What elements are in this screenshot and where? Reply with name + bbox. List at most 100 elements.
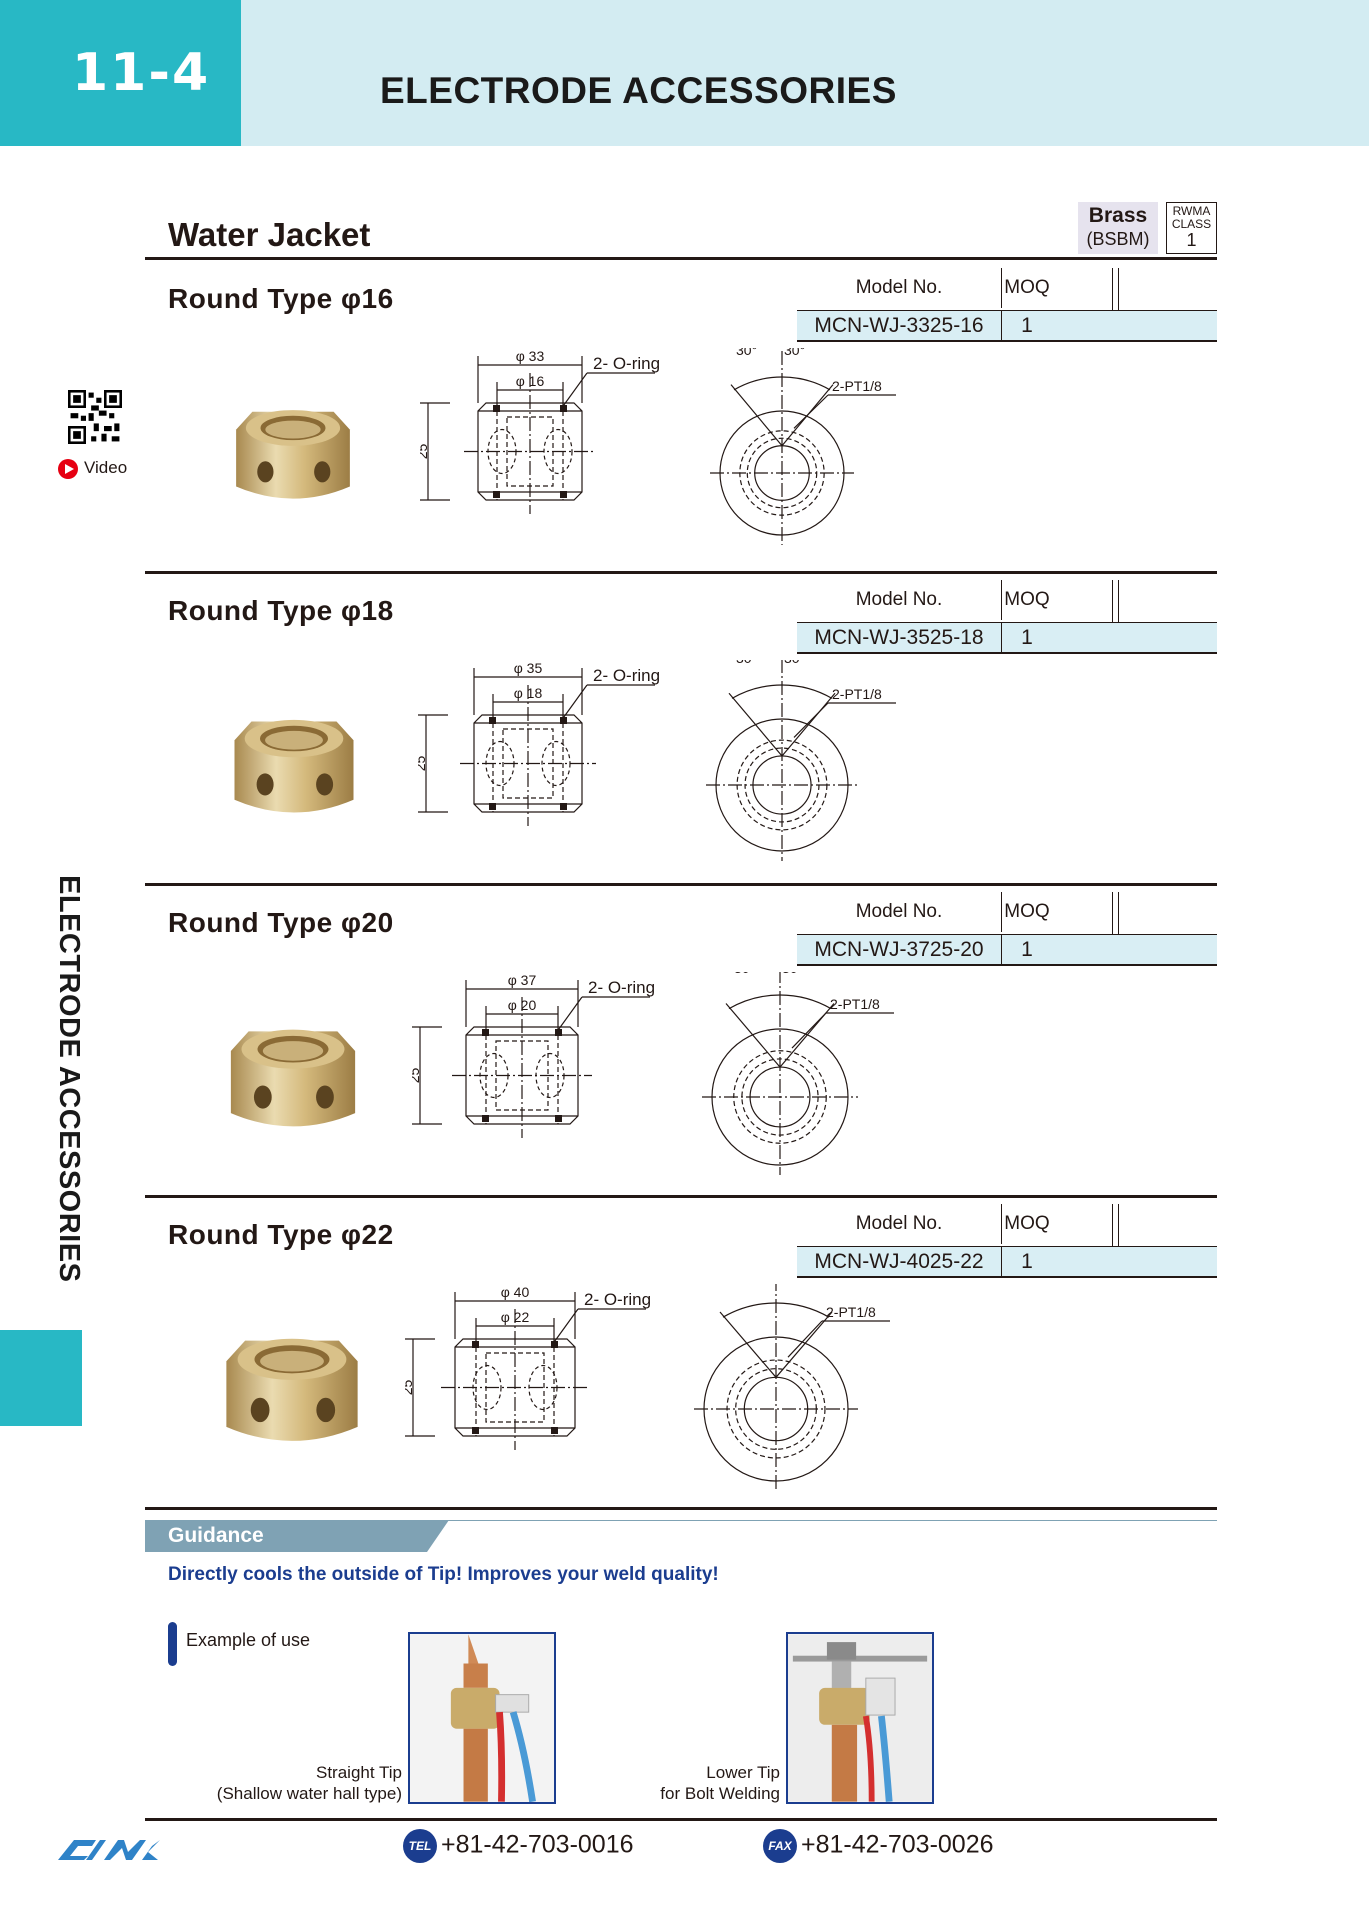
guidance-band-tip: [427, 1520, 449, 1552]
title-underline: [145, 257, 1217, 260]
phone-number[interactable]: TEL+81-42-703-0016: [403, 1829, 634, 1863]
model-no-header: Model No.: [855, 277, 943, 298]
table-divider: [1112, 892, 1113, 963]
page-title: ELECTRODE ACCESSORIES: [380, 70, 897, 111]
oring-label: 2- O-ring: [593, 354, 660, 373]
model-number: MCN-WJ-3725-20: [814, 938, 984, 961]
product-photo: [236, 410, 350, 499]
table-divider: [1118, 580, 1119, 651]
side-view-drawing: φ 37 φ 20 25 2- O-ring: [412, 972, 655, 1138]
moq-value: 1: [1001, 1247, 1052, 1276]
example-label: Example of use: [186, 1630, 311, 1650]
model-number: MCN-WJ-3325-16: [814, 314, 984, 337]
guidance-title: Guidance: [168, 1524, 264, 1547]
fax-number: FAX+81-42-703-0026: [763, 1829, 994, 1863]
table-divider: [1112, 268, 1113, 339]
moq-value: 1: [1001, 311, 1052, 340]
guidance-band: [145, 1520, 427, 1552]
model-table-header: Model No. MOQ: [797, 1204, 1217, 1275]
side-view-drawing: φ 33 φ 16 25 2- O-ring: [420, 348, 660, 514]
guidance-rule: [145, 1520, 1217, 1521]
section-divider: [145, 1507, 1217, 1510]
product-photo: [234, 719, 354, 813]
outer-diameter-label: φ 33: [516, 348, 545, 364]
model-number: MCN-WJ-3525-18: [814, 626, 984, 649]
fax-icon: FAX: [763, 1829, 797, 1863]
material-badge: Brass (BSBM): [1078, 202, 1158, 254]
company-logo: [58, 1840, 160, 1860]
top-view-drawing: 30° 30° 2-PT1/8: [706, 660, 896, 861]
model-table-row: MCN-WJ-3525-18 1: [797, 622, 1217, 654]
product-section: Round Type φ18 Model No. MOQ MCN-WJ-3525…: [0, 575, 1369, 887]
inner-diameter-label: φ 20: [508, 997, 537, 1013]
moq-header: MOQ: [1001, 892, 1052, 932]
port-label: 2-PT1/8: [826, 1304, 876, 1320]
qr-code-icon[interactable]: [68, 390, 122, 444]
outer-diameter-label: φ 35: [514, 660, 543, 676]
model-table: Model No. MOQ MCN-WJ-3525-18 1: [797, 580, 1217, 658]
height-label: 25: [412, 1068, 422, 1084]
port-label: 2-PT1/8: [830, 996, 880, 1012]
port-label: 2-PT1/8: [832, 378, 882, 394]
rwma-class-label: RWMA CLASS: [1171, 204, 1212, 231]
material-code: (BSBM): [1086, 229, 1150, 249]
top-view-drawing: 30° 30° 2-PT1/8: [702, 972, 894, 1175]
inner-diameter-label: φ 18: [514, 685, 543, 701]
model-table-header: Model No. MOQ: [797, 892, 1217, 963]
model-no-header: Model No.: [855, 1213, 943, 1234]
table-divider: [1112, 1204, 1113, 1275]
top-view-drawing: 30° 30° 2-PT1/8: [694, 1284, 890, 1491]
model-table-row: MCN-WJ-4025-22 1: [797, 1246, 1217, 1278]
model-table: Model No. MOQ MCN-WJ-3725-20 1: [797, 892, 1217, 970]
product-section: Round Type φ22 Model No. MOQ MCN-WJ-4025…: [0, 1199, 1369, 1511]
side-view-drawing: φ 35 φ 18 25 2- O-ring: [418, 660, 660, 826]
footer-rule: [145, 1818, 1217, 1821]
video-link[interactable]: Video: [58, 458, 127, 479]
oring-label: 2- O-ring: [593, 666, 660, 685]
model-number: MCN-WJ-4025-22: [814, 1250, 984, 1273]
table-divider: [1112, 580, 1113, 651]
section-title: Round Type φ22: [168, 1219, 394, 1250]
section-title: Round Type φ16: [168, 283, 394, 314]
example-marker: [168, 1622, 177, 1666]
model-table: Model No. MOQ MCN-WJ-3325-16 1: [797, 268, 1217, 346]
chapter-number: 11-4: [0, 0, 241, 146]
example2-photo: [786, 1632, 934, 1804]
inner-diameter-label: φ 16: [516, 373, 545, 389]
moq-header: MOQ: [1001, 268, 1052, 308]
rwma-class-badge: RWMA CLASS 1: [1166, 202, 1217, 254]
section-title: Round Type φ20: [168, 907, 394, 938]
model-no-header: Model No.: [855, 901, 943, 922]
section-divider: [145, 883, 1217, 886]
model-table: Model No. MOQ MCN-WJ-4025-22 1: [797, 1204, 1217, 1282]
oring-label: 2- O-ring: [584, 1290, 651, 1309]
side-label: ELECTRODE ACCESSORIES: [53, 875, 85, 1283]
angle-right-label: 30°: [782, 972, 803, 976]
material-name: Brass: [1088, 204, 1148, 227]
moq-value: 1: [1001, 935, 1052, 964]
model-table-header: Model No. MOQ: [797, 268, 1217, 339]
table-divider: [1118, 1204, 1119, 1275]
outer-diameter-label: φ 37: [508, 972, 537, 988]
product-photo: [230, 1029, 356, 1127]
port-label: 2-PT1/8: [832, 686, 882, 702]
table-divider: [1118, 892, 1119, 963]
side-tab-block: [0, 1330, 82, 1426]
tel-icon: TEL: [403, 1829, 437, 1863]
moq-header: MOQ: [1001, 580, 1052, 620]
angle-left-label: 30°: [736, 348, 757, 358]
section-title: Round Type φ18: [168, 595, 394, 626]
moq-value: 1: [1001, 623, 1052, 652]
section-divider: [145, 1195, 1217, 1198]
top-view-drawing: 30° 30° 2-PT1/8: [710, 348, 896, 545]
outer-diameter-label: φ 40: [501, 1284, 530, 1300]
moq-header: MOQ: [1001, 1204, 1052, 1244]
section-divider: [145, 571, 1217, 574]
model-table-row: MCN-WJ-3325-16 1: [797, 310, 1217, 342]
height-label: 25: [420, 444, 430, 460]
model-table-header: Model No. MOQ: [797, 580, 1217, 651]
model-table-row: MCN-WJ-3725-20 1: [797, 934, 1217, 966]
height-label: 25: [405, 1380, 415, 1396]
product-section: Round Type φ20 Model No. MOQ MCN-WJ-3725…: [0, 887, 1369, 1199]
table-divider: [1118, 268, 1119, 339]
